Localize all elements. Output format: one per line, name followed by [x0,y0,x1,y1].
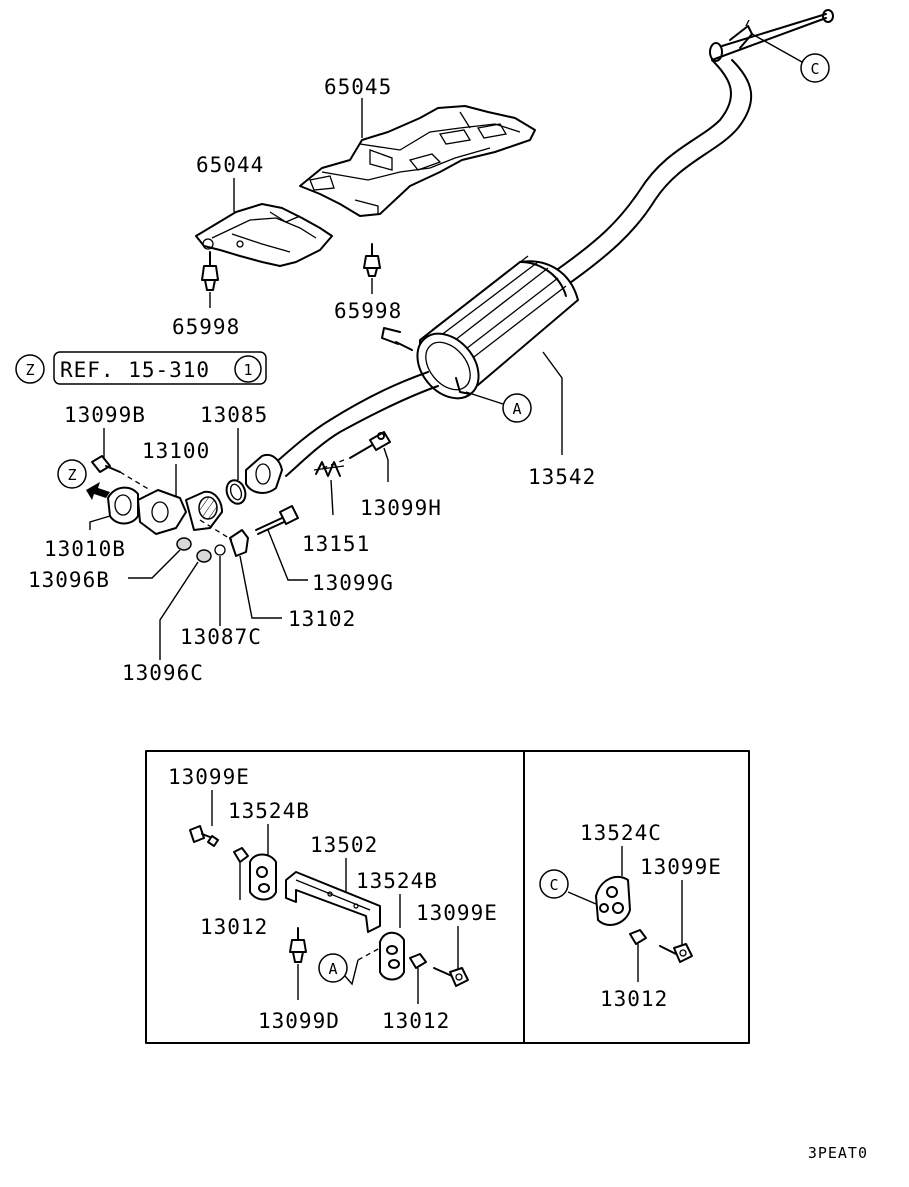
muffler-13542 [381,255,579,400]
bolt-inset-13099d [289,927,307,963]
bolt-65998-right [363,243,381,277]
label-inset-13012-left: 13012 [200,915,268,939]
label-13096b: 13096B [28,568,110,592]
diagram-code: 3PEAT0 [808,1144,868,1162]
callout-c-inset: C [539,869,569,899]
svg-text:C: C [810,60,819,78]
label-65045: 65045 [324,75,392,99]
hanger-inset-13524b-left [249,853,277,901]
bushing-inset-13012-c [629,929,647,945]
bolt-13099b [91,455,121,473]
svg-text:Z: Z [25,361,34,379]
svg-text:C: C [549,876,558,894]
label-inset-13524b-right: 13524B [356,869,438,893]
label-inset-13012-c: 13012 [600,987,668,1011]
label-13099g: 13099G [312,571,394,595]
bracket-13102 [229,529,249,557]
bolt-inset-13099e-right [433,967,469,987]
callout-a-inset: A [318,953,348,983]
inset-box [145,750,750,1044]
label-13102: 13102 [288,607,356,631]
svg-text:REF. 15-310: REF. 15-310 [60,358,210,382]
heat-protector-65045 [299,105,536,217]
label-13542: 13542 [528,465,596,489]
heat-protector-65044 [195,203,333,267]
bushing-inset-13012-left [233,847,249,863]
label-inset-13099e-c: 13099E [640,855,722,879]
bushing-inset-13012-right [409,953,427,969]
label-13085: 13085 [200,403,268,427]
front-pipe [245,371,439,494]
label-13099b: 13099B [64,403,146,427]
callout-c-main: C [800,53,830,83]
label-13087c: 13087C [180,625,262,649]
label-65998-right: 65998 [334,299,402,323]
label-inset-13502: 13502 [310,833,378,857]
svg-text:A: A [328,960,337,978]
bolt-inset-13099e-c [659,943,693,963]
svg-text:A: A [512,400,521,418]
label-13096c: 13096C [122,661,204,685]
gasket-13010b [107,486,139,525]
label-inset-13524c: 13524C [580,821,662,845]
hanger-inset-13524b-right [379,931,405,981]
reference-box: Z REF. 15-310 1 [15,351,267,385]
washer-13087c [214,544,226,556]
label-inset-13012-right: 13012 [382,1009,450,1033]
nut-13096b [176,537,192,551]
bolt-13099g [255,505,299,535]
svg-text:Z: Z [67,466,76,484]
bracket-inset-13502 [285,871,381,933]
label-inset-13099d: 13099D [258,1009,340,1033]
zone-arrow: Z [57,459,110,500]
tail-pipe [547,9,834,291]
hanger-inset-13524c [595,875,631,926]
callout-a-main: A [502,393,532,423]
gasket-13085 [225,479,247,505]
label-inset-13099e-right: 13099E [416,901,498,925]
label-65044: 65044 [196,153,264,177]
label-13151: 13151 [302,532,370,556]
flange-13100 [137,489,223,535]
label-13010b: 13010B [44,537,126,561]
svg-text:1: 1 [243,361,252,379]
spring-13151 [313,461,345,477]
label-13100: 13100 [142,439,210,463]
label-65998-left: 65998 [172,315,240,339]
bolt-inset-13099e-top [189,825,219,847]
bolt-65998-left [201,251,219,291]
bolt-13099h [349,431,391,459]
label-inset-13099e-top: 13099E [168,765,250,789]
label-13099h: 13099H [360,496,442,520]
label-inset-13524b-left: 13524B [228,799,310,823]
nut-13096c [196,549,212,563]
